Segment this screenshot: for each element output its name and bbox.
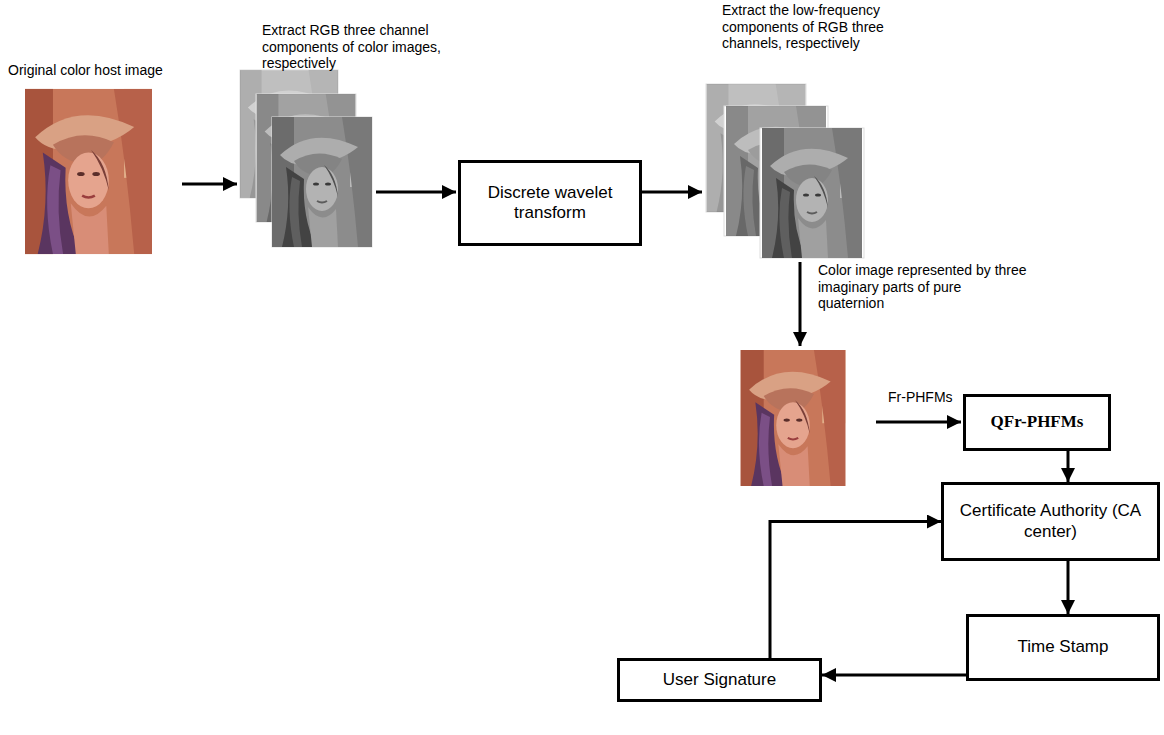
color-host-image	[25, 89, 152, 254]
authority-box: Certificate Authority (CA center)	[941, 482, 1160, 561]
box-label: Discrete wavelet transform	[461, 183, 639, 224]
process-box: User Signature	[617, 658, 822, 702]
process-box: Time Stamp	[966, 614, 1160, 681]
box-label: QFr-PHFMs	[991, 412, 1084, 432]
flow-connector	[1067, 561, 1070, 614]
box-label: User Signature	[663, 670, 776, 690]
process-box: QFr-PHFMs	[963, 394, 1111, 451]
image-frame	[760, 128, 864, 258]
flow-arrow	[876, 421, 961, 424]
channel-image	[272, 117, 372, 247]
low-frequency-image	[762, 128, 862, 258]
flow-connector	[822, 674, 966, 677]
flow-connector	[1067, 451, 1070, 482]
step-caption: Extract RGB three channel components of …	[262, 22, 444, 72]
transform-label: Fr-PHFMs	[888, 389, 968, 406]
low-frequency-stack	[706, 84, 864, 258]
quaternion-color-image	[741, 350, 846, 486]
flow-arrow	[182, 183, 237, 186]
step-caption: Color image represented by three imagina…	[818, 262, 1028, 312]
image-frame	[272, 117, 372, 247]
rgb-channel-stack	[240, 70, 372, 247]
image-caption: Original color host image	[8, 62, 183, 79]
flow-connector	[770, 522, 941, 659]
process-box: Discrete wavelet transform	[458, 160, 642, 246]
step-caption: Extract the low-frequency components of …	[722, 2, 937, 52]
flow-arrow	[799, 262, 802, 346]
box-label: Time Stamp	[1017, 637, 1108, 657]
flow-arrow	[376, 191, 456, 194]
box-label: Certificate Authority (CA center)	[944, 501, 1157, 542]
